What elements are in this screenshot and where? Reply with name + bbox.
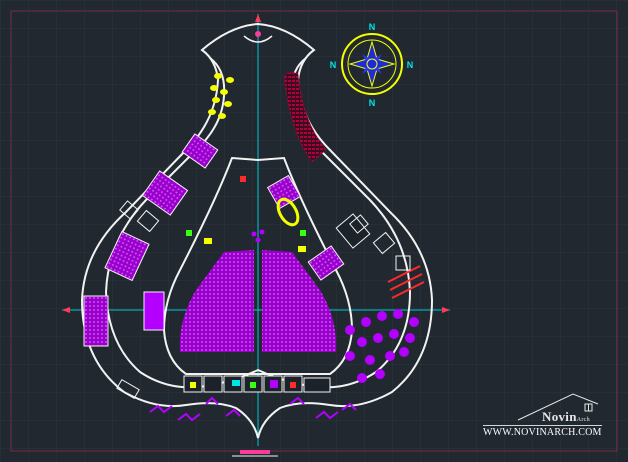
seating-right-arm xyxy=(266,174,371,281)
compass-south-label: N xyxy=(369,98,376,108)
watermark-brand-suffix: Arch xyxy=(576,417,590,423)
side-rooms xyxy=(116,200,411,400)
axis-arrow-left-icon xyxy=(62,307,70,313)
watermark-url: WWW.NOVINARCH.COM xyxy=(483,425,602,438)
watermark-brand-name: Novin xyxy=(542,409,577,424)
auditorium-seating xyxy=(179,250,337,352)
axis-arrow-top-icon xyxy=(255,14,261,22)
compass-rose-icon xyxy=(341,33,403,95)
compass-north-label: N xyxy=(369,22,376,32)
axis-arrow-right-icon xyxy=(442,307,450,313)
small-fixtures xyxy=(186,176,306,252)
compass-east-label: N xyxy=(407,60,414,70)
watermark-brand: NovinArch xyxy=(542,409,590,425)
seating-left-arm xyxy=(83,133,219,347)
yellow-fixtures xyxy=(208,73,234,119)
entry-marker xyxy=(243,31,273,43)
drawing-frame xyxy=(10,10,618,452)
service-rooms-bottom xyxy=(183,375,331,393)
lobby-furniture-right xyxy=(345,309,419,383)
stairs-right xyxy=(387,265,425,299)
oval-stage xyxy=(276,197,300,227)
novinarch-watermark: NovinArch WWW.NOVINARCH.COM xyxy=(478,384,618,442)
bottom-marker xyxy=(232,450,278,457)
house-logo-icon xyxy=(517,393,599,421)
room-fixtures xyxy=(190,380,296,388)
lower-wing-plantings xyxy=(149,396,357,422)
brick-seating-wedge xyxy=(283,72,327,163)
compass-labels: N N N N xyxy=(330,22,414,108)
compass-west-label: N xyxy=(330,60,337,70)
